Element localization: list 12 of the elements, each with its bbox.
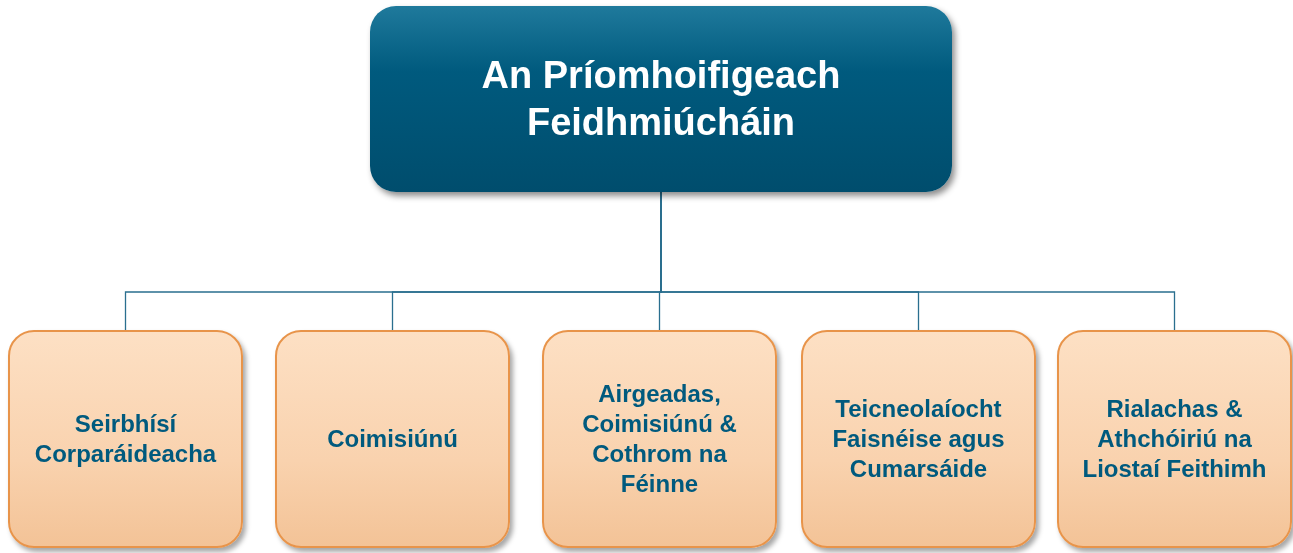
department-box xyxy=(1057,330,1292,548)
box-title: Rialachas & Athchóiriú na Liostaí Feithimh xyxy=(1081,394,1268,484)
box-title: Seirbhísí Corparáideacha xyxy=(33,409,218,469)
executive-box xyxy=(370,6,952,192)
department-box xyxy=(801,330,1036,548)
box-title: An Príomhoifigeach Feidhmiúcháin xyxy=(480,52,842,145)
box-title: Airgeadas, Coimisiúnú & Cothrom na Féinne xyxy=(581,379,738,499)
department-box xyxy=(542,330,777,548)
department-box xyxy=(275,330,510,548)
department-box xyxy=(8,330,243,548)
box-title: Coimisiúnú xyxy=(327,424,458,454)
box-title: Teicneolaíocht Faisnéise agus Cumarsáide xyxy=(831,394,1006,484)
